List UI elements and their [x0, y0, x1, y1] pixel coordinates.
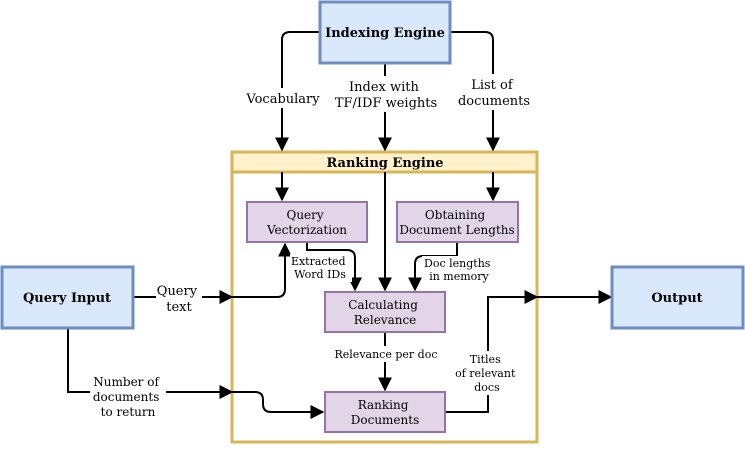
indexing-engine-label: Indexing Engine: [325, 26, 445, 41]
edge-number-of-documents: [67, 328, 234, 399]
label-index-tfidf: Index with TF/IDF weights: [335, 80, 437, 111]
ranking-engine-title: Ranking Engine: [326, 156, 443, 171]
query-input-label: Query Input: [23, 291, 111, 306]
query-vectorization-node: Query Vectorization: [246, 201, 368, 243]
label-vocabulary: Vocabulary: [245, 92, 320, 107]
calculating-relevance-node: Calculating Relevance: [324, 291, 446, 333]
edge-extracted-word-ids: [306, 242, 362, 292]
ranking-engine-container: Ranking Engine: [230, 150, 539, 444]
edge-query-to-vectorization: [232, 242, 292, 298]
edge-list-of-documents: [450, 31, 500, 152]
label-titles-of-relevant-docs: Titles of relevant docs: [455, 353, 519, 394]
output-node: Output: [610, 265, 745, 330]
calculating-relevance-label: Calculating Relevance: [348, 298, 422, 327]
query-input-node: Query Input: [0, 265, 135, 330]
ranking-documents-label: Ranking Documents: [351, 398, 419, 427]
edge-number-to-ranking: [232, 391, 325, 419]
obtaining-doc-lengths-node: Obtaining Document Lengths: [396, 201, 519, 243]
obtaining-doc-lengths-label: Obtaining Document Lengths: [399, 208, 514, 237]
label-doc-lengths-in-memory: Doc lengths in memory: [424, 257, 494, 283]
edge-labels: Vocabulary Index with TF/IDF weights Lis…: [90, 74, 533, 419]
label-relevance-per-doc: Relevance per doc: [335, 348, 438, 361]
ranking-documents-node: Ranking Documents: [324, 391, 446, 433]
indexing-engine-node: Indexing Engine: [318, 0, 452, 65]
label-query-text: Query text: [157, 284, 201, 315]
label-extracted-word-ids: Extracted Word IDs: [291, 255, 349, 281]
output-label: Output: [651, 291, 702, 306]
edge-vocabulary: [275, 31, 320, 152]
label-number-of-documents: Number of documents to return: [93, 375, 163, 419]
query-vectorization-label: Query Vectorization: [266, 208, 347, 237]
label-list-of-documents: List of documents: [458, 78, 530, 109]
